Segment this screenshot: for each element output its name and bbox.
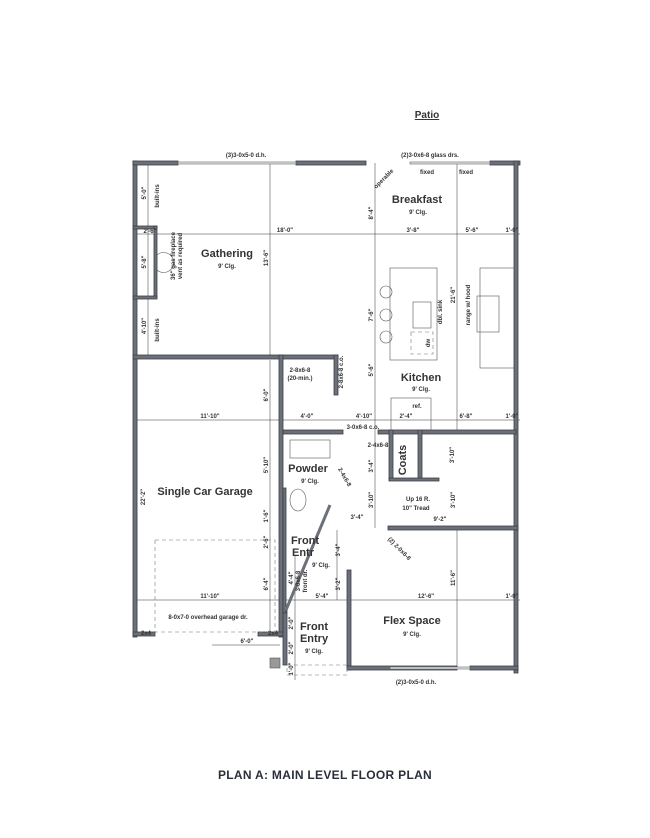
powder-ceiling: 9' Clg. bbox=[301, 479, 319, 485]
room-breakfast: Breakfast bbox=[392, 194, 442, 206]
dim-label: 4'-0" bbox=[301, 414, 314, 420]
gathering-windows-note: (3)3-0x5-0 d.h. bbox=[226, 153, 267, 159]
dishwasher-note: dw bbox=[426, 339, 432, 348]
room-kitchen: Kitchen bbox=[401, 372, 442, 384]
breakfast-ceiling: 9' Clg. bbox=[409, 210, 427, 216]
overhead-door-note: 8-0x7-0 overhead garage dr. bbox=[168, 615, 248, 621]
gathering-ceiling: 9' Clg. bbox=[218, 264, 236, 270]
dim-label: 22'-2" bbox=[141, 489, 147, 505]
garage-door-note-1: 2-8x6-8 bbox=[290, 368, 311, 374]
dim-label: 3'-10" bbox=[450, 447, 456, 463]
dim-label: 5'-0" bbox=[142, 186, 148, 199]
range-note: range w/ hood bbox=[466, 284, 472, 325]
room-coats: Coats bbox=[397, 445, 409, 476]
room-front-entr-1: Front bbox=[291, 535, 319, 547]
dim-label: 1'-0" bbox=[289, 662, 295, 675]
dim-label: 3'-8" bbox=[407, 228, 420, 234]
dim-label: 8'-4" bbox=[369, 206, 375, 219]
dim-label: 2'-6" bbox=[144, 229, 157, 235]
front-entry-ceiling: 9' Clg. bbox=[305, 649, 323, 655]
dim-label: 4'-10" bbox=[356, 414, 372, 420]
room-front-entr-2: Entr bbox=[292, 547, 315, 559]
fireplace-note-2: vent as required bbox=[178, 232, 184, 279]
garage-door-note-2: (20-min.) bbox=[287, 376, 312, 382]
dim-label: 3'-4" bbox=[351, 515, 364, 521]
walls bbox=[132, 160, 521, 674]
glass-doors-note: (2)3-0x6-8 glass drs. bbox=[401, 153, 459, 159]
fixed-note-2: fixed bbox=[459, 170, 473, 176]
flex-ceiling: 9' Clg. bbox=[403, 632, 421, 638]
builtins-bottom: built-ins bbox=[155, 318, 161, 342]
co-door-note: 2-8x6-8 c.o. bbox=[339, 355, 345, 388]
dim-label: 2'-0" bbox=[289, 616, 295, 629]
front-entr-ceiling: 9' Clg. bbox=[312, 563, 330, 569]
dim-label: 2'-4" bbox=[400, 414, 413, 420]
flex-doors-note: (2) 2-0x6-8 bbox=[386, 537, 412, 563]
stairs-note-1: Up 16 R. bbox=[406, 497, 430, 503]
powder-door-note: 2-4x6-8 bbox=[336, 467, 352, 488]
post-note-2: 2x4 bbox=[268, 631, 279, 637]
dim-label: 1'-0" bbox=[506, 414, 519, 420]
dim-label: 5'-8" bbox=[142, 255, 148, 268]
room-flex-space: Flex Space bbox=[383, 615, 440, 627]
dim-label: 7'-6" bbox=[369, 308, 375, 321]
coats-door-note: 2-4x6-8 bbox=[368, 443, 389, 449]
front-door-note-2: front dr. bbox=[303, 569, 309, 592]
dim-label: 9'-2" bbox=[434, 517, 447, 523]
dimension-labels: 18'-0" 3'-8" 5'-6" 1'-0" 5'-0" 2'-6" 5'-… bbox=[141, 186, 519, 675]
room-powder: Powder bbox=[288, 463, 328, 475]
dim-label: 11'-10" bbox=[200, 594, 219, 600]
dim-label: 11'-10" bbox=[200, 414, 219, 420]
dim-label: 2'-0" bbox=[289, 641, 295, 654]
fireplace-note-1: 36" gas fireplace bbox=[171, 231, 177, 280]
ref-note: ref. bbox=[412, 404, 422, 410]
dim-label: 1'-6" bbox=[264, 509, 270, 522]
room-gathering: Gathering bbox=[201, 248, 253, 260]
dim-label: 4'-10" bbox=[142, 318, 148, 334]
post-note-1: 2x4 bbox=[141, 631, 152, 637]
dim-label: 5'-10" bbox=[264, 457, 270, 473]
plan-title: PLAN A: MAIN LEVEL FLOOR PLAN bbox=[218, 768, 432, 782]
dim-label: 3'-10" bbox=[369, 492, 375, 508]
dim-label: 3'-4" bbox=[336, 543, 342, 556]
dim-label: 6'-0" bbox=[264, 388, 270, 401]
stairs-note-2: 10" Tread bbox=[402, 506, 430, 512]
dim-label: 12'-6" bbox=[418, 594, 434, 600]
dim-label: 13'-6" bbox=[264, 250, 270, 266]
fixed-note-1: fixed bbox=[420, 170, 434, 176]
dim-label: 4'-4" bbox=[289, 571, 295, 584]
room-front-entry-1: Front bbox=[300, 621, 328, 633]
front-door-note-1: 3-0x6-8 bbox=[296, 570, 302, 591]
dimension-lines bbox=[133, 163, 520, 680]
dim-label: 6'-8" bbox=[460, 414, 473, 420]
builtins-top: built-ins bbox=[155, 184, 161, 208]
operable-note: operable bbox=[373, 168, 395, 190]
dim-label: 3'-10" bbox=[451, 492, 457, 508]
dim-label: 11'-6" bbox=[451, 570, 457, 586]
dim-label: 6'-0" bbox=[241, 639, 254, 645]
dim-label: 18'-0" bbox=[277, 228, 293, 234]
kitchen-fixtures bbox=[154, 252, 515, 676]
dim-label: 5'-4" bbox=[316, 594, 329, 600]
dim-label: 3'-4" bbox=[369, 459, 375, 472]
co-door-note-2: 3-0x6-8 c.o. bbox=[347, 425, 380, 431]
room-front-entry-2: Entry bbox=[300, 633, 329, 645]
dim-label: 5'-6" bbox=[369, 363, 375, 376]
kitchen-ceiling: 9' Clg. bbox=[412, 387, 430, 393]
dim-label: 3'-2" bbox=[336, 577, 342, 590]
room-garage: Single Car Garage bbox=[157, 486, 252, 498]
dim-label: 21'-6" bbox=[451, 287, 457, 303]
dbl-sink-note: dbl. sink bbox=[438, 299, 444, 324]
dim-label: 1'-0" bbox=[506, 228, 519, 234]
windows bbox=[177, 161, 491, 670]
dim-label: 6'-4" bbox=[264, 577, 270, 590]
flex-windows-note: (2)3-0x5-0 d.h. bbox=[396, 680, 437, 686]
dim-label: 1'-0" bbox=[506, 594, 519, 600]
dim-label: 5'-6" bbox=[466, 228, 479, 234]
patio-label: Patio bbox=[415, 110, 439, 121]
dim-label: 2'-6" bbox=[264, 535, 270, 548]
